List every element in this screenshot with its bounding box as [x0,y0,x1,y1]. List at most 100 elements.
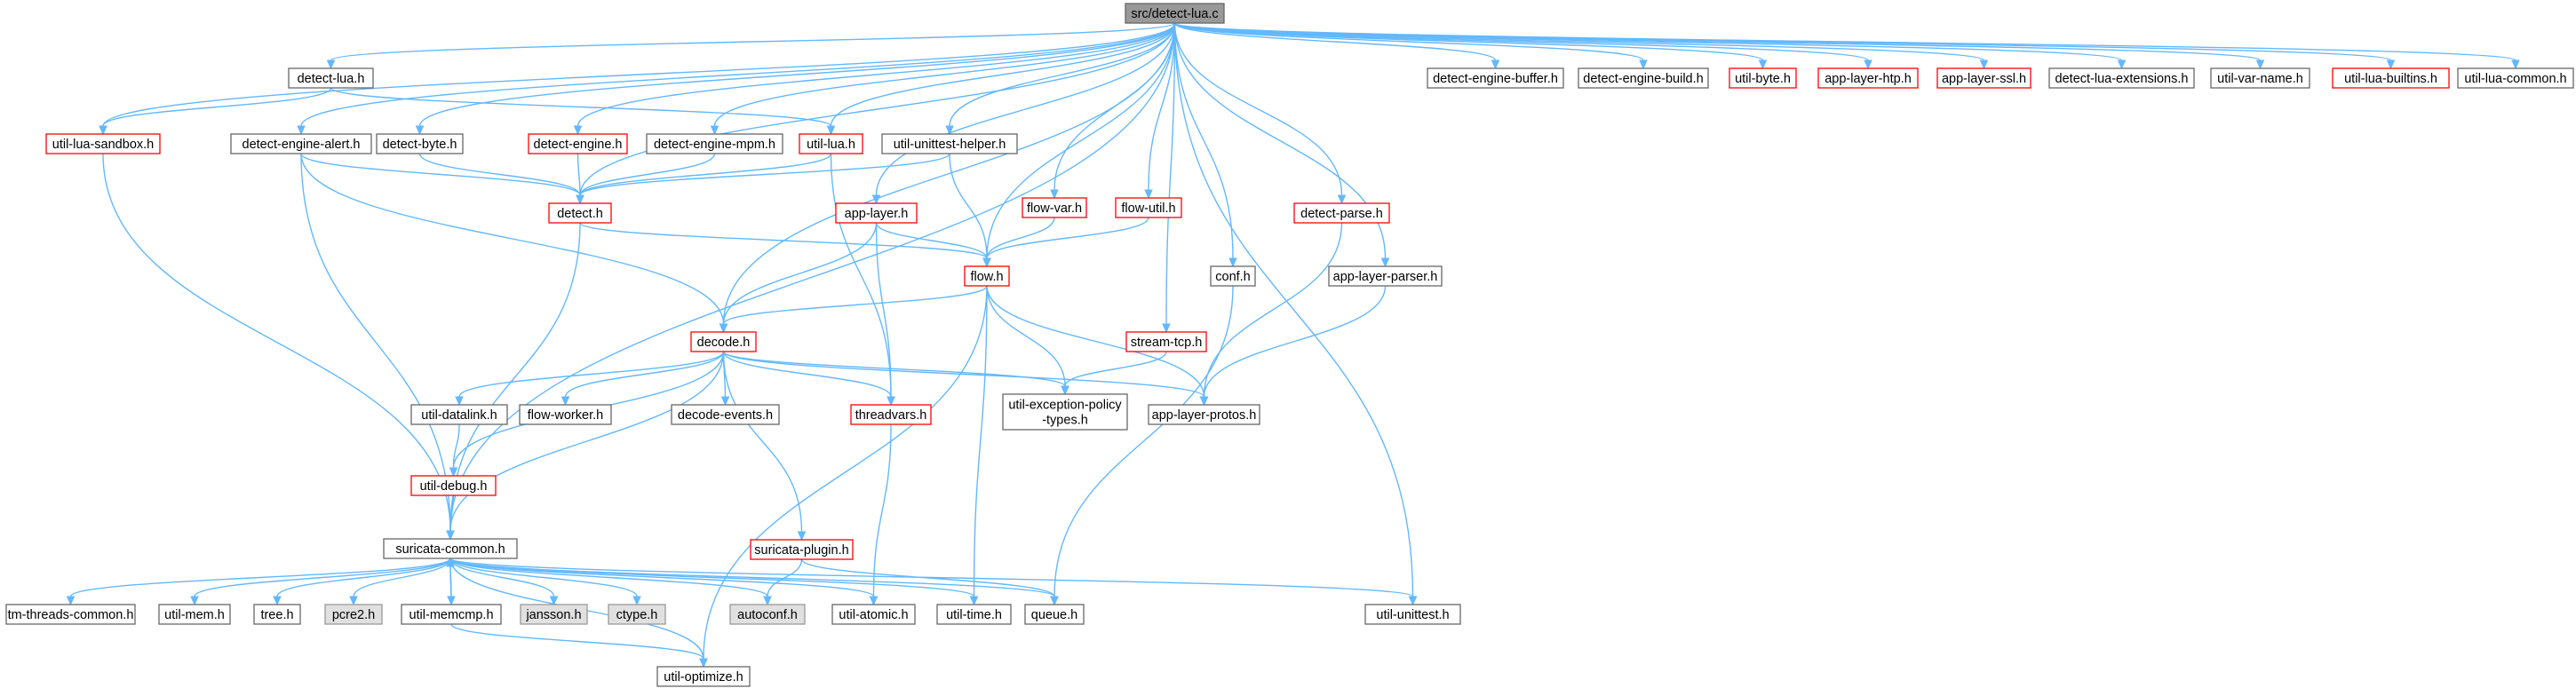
edge-detect-engine-alert-to-detect [300,153,584,205]
node-util-memcmp[interactable]: util-memcmp.h [401,604,502,625]
edge-root-to-util-lua-common [1173,22,2520,70]
node-label: detect.h [557,207,603,221]
node-util-var-name[interactable]: util-var-name.h [2210,67,2310,89]
node-app-layer-protos[interactable]: app-layer-protos.h [1148,404,1260,425]
node-util-time[interactable]: util-time.h [936,604,1012,625]
edge-decode-to-suricata-plugin [722,351,807,542]
edge-root-to-suricata-common [446,22,1176,541]
node-label: util-optimize.h [664,670,743,684]
node-util-exception-policy-types[interactable]: util-exception-policy-types.h [1002,393,1128,431]
edge-arrowhead [1162,323,1171,334]
edge-line [875,222,988,259]
node-util-unittest[interactable]: util-unittest.h [1364,604,1461,625]
node-box [1729,67,1797,89]
node-app-layer-parser[interactable]: app-layer-parser.h [1328,265,1443,287]
node-jansson: jansson.h [520,604,588,625]
edge-line [949,153,988,259]
edge-suricata-common-to-queue [449,558,1059,606]
edge-arrowhead [797,531,807,542]
edge-arrowhead [273,596,282,606]
node-util-datalink[interactable]: util-datalink.h [410,404,508,425]
node-label: detect-lua.h [298,72,365,86]
edge-decode-to-flow-worker [561,351,725,407]
node-box [1115,197,1182,218]
node-box [1578,67,1709,89]
node-util-unittest-helper[interactable]: util-unittest-helper.h [881,133,1018,154]
edge-arrowhead [1864,59,1872,70]
node-label: suricata-plugin.h [754,543,848,558]
node-detect-byte[interactable]: detect-byte.h [376,133,464,154]
node-detect-engine-alert[interactable]: detect-engine-alert.h [230,133,372,154]
edges-layer [66,22,2520,668]
edge-line [450,623,704,660]
node-flow-worker[interactable]: flow-worker.h [519,404,612,425]
node-app-layer-ssl[interactable]: app-layer-ssl.h [1936,67,2031,89]
node-root[interactable]: src/detect-lua.c [1125,3,1225,24]
node-label: util-unittest.h [1376,608,1449,622]
node-label: -types.h [1042,413,1088,427]
node-util-lua-builtins[interactable]: util-lua-builtins.h [2332,67,2450,89]
edge-line [1064,351,1167,387]
edge-arrowhead [1199,396,1209,407]
edge-arrowhead [1337,194,1347,205]
edge-line [300,153,725,325]
edge-suricata-common-to-util-time [449,558,979,606]
node-detect-parse[interactable]: detect-parse.h [1293,202,1390,224]
node-label: flow-worker.h [528,408,603,423]
node-decode-events[interactable]: decode-events.h [671,404,780,425]
node-label: util-lua-builtins.h [2344,72,2437,86]
node-conf[interactable]: conf.h [1210,265,1256,287]
node-util-optimize[interactable]: util-optimize.h [656,666,751,687]
edge-root-to-detect-parse [1173,22,1347,205]
edge-root-to-detect-engine-alert [297,22,1176,136]
node-box [729,604,806,625]
edge-root-to-util-lua [826,22,1176,136]
edge-line [986,285,1205,398]
node-flow[interactable]: flow.h [964,265,1010,287]
node-util-mem[interactable]: util-mem.h [158,604,231,625]
node-util-lua-common[interactable]: util-lua-common.h [2457,67,2574,89]
node-util-debug[interactable]: util-debug.h [410,475,497,496]
node-detect-engine[interactable]: detect-engine.h [528,133,628,154]
node-tm-threads-common[interactable]: tm-threads-common.h [5,604,136,625]
edge-app-layer-parser-to-app-layer-protos [1199,285,1387,407]
node-box [1427,67,1564,89]
node-label: ctype.h [616,608,658,622]
node-util-atomic[interactable]: util-atomic.h [831,604,916,625]
node-detect-engine-build[interactable]: detect-engine-build.h [1578,67,1709,89]
node-detect[interactable]: detect.h [548,202,612,224]
node-detect-lua[interactable]: detect-lua.h [288,67,374,89]
node-app-layer[interactable]: app-layer.h [835,202,918,224]
node-detect-engine-buffer[interactable]: detect-engine-buffer.h [1427,67,1564,89]
node-box [2332,67,2450,89]
edge-arrowhead [1408,596,1418,606]
node-suricata-common[interactable]: suricata-common.h [383,538,518,559]
node-detect-engine-mpm[interactable]: detect-engine-mpm.h [646,133,783,154]
node-util-byte[interactable]: util-byte.h [1729,67,1797,89]
node-suricata-plugin[interactable]: suricata-plugin.h [750,539,854,560]
edge-line [452,423,460,469]
edge-root-to-detect-engine-mpm [710,22,1176,136]
node-flow-util[interactable]: flow-util.h [1115,197,1182,218]
node-label: util-debug.h [420,479,488,494]
node-detect-lua-extensions[interactable]: detect-lua-extensions.h [2048,67,2195,89]
node-decode[interactable]: decode.h [690,331,757,352]
node-threadvars[interactable]: threadvars.h [850,404,932,425]
node-util-lua-sandbox[interactable]: util-lua-sandbox.h [45,133,161,154]
node-tree[interactable]: tree.h [253,604,301,625]
node-util-lua[interactable]: util-lua.h [799,133,863,154]
edge-line [579,153,716,196]
node-stream-tcp[interactable]: stream-tcp.h [1125,331,1207,352]
node-box [799,133,863,154]
node-label: src/detect-lua.c [1131,7,1218,21]
node-queue[interactable]: queue.h [1024,604,1085,625]
node-label: util-mem.h [164,608,225,622]
edge-line [69,558,451,597]
edge-util-debug-to-suricata-common [446,494,455,541]
node-box [1328,265,1443,287]
edge-line [418,153,581,196]
node-flow-var[interactable]: flow-var.h [1022,197,1087,218]
node-app-layer-htp[interactable]: app-layer-htp.h [1817,67,1919,89]
node-label: detect-engine.h [534,138,623,152]
